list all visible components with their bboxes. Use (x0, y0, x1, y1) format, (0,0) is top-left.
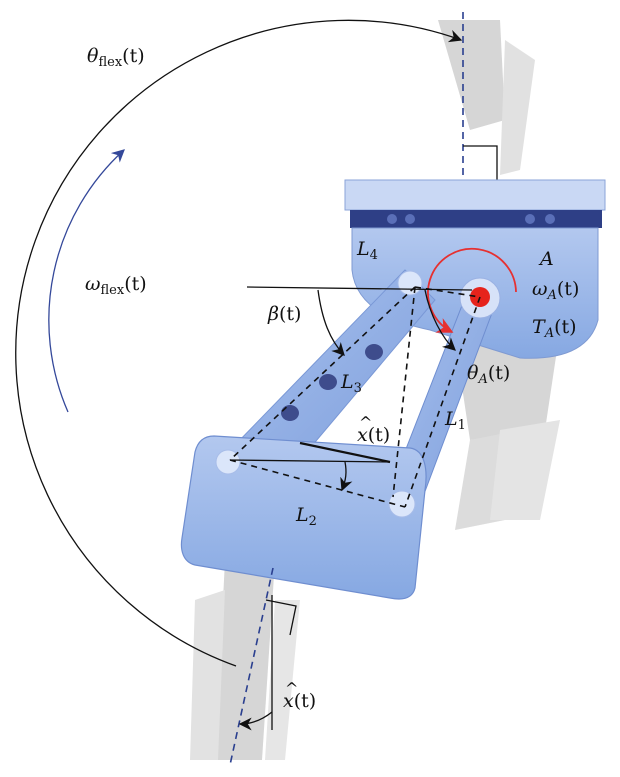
lower-angle-arc (340, 461, 353, 492)
label-xhat-bottom: ^x(t) (283, 679, 317, 712)
theta-A-arc (424, 289, 456, 351)
xhat-mid-line (299, 441, 391, 464)
pivot-top-left (397, 270, 423, 296)
thigh-cuff (344, 179, 606, 228)
ref-line-top (246, 286, 473, 291)
omega-A-arrow (427, 247, 517, 333)
linkage-dashed-lines (229, 286, 481, 508)
label-T-A: TA(t) (532, 316, 577, 341)
omega-flex-arc (48, 149, 125, 413)
label-omega-A: ωA(t) (532, 278, 580, 303)
label-L1: L1 (445, 408, 466, 433)
leg-silhouette (190, 20, 560, 760)
shin-axis (229, 567, 274, 766)
theta-flex-arc (15, 19, 463, 667)
label-beta: β(t) (268, 303, 302, 325)
label-xhat-mid: ^x(t) (357, 413, 391, 446)
link-L3 (233, 269, 436, 461)
label-theta-A: θA(t) (467, 362, 511, 387)
label-L4: L4 (357, 238, 378, 263)
thigh-right-angle (463, 145, 498, 180)
beta-arc (317, 289, 345, 356)
label-theta-flex: θflex(t) (87, 45, 145, 70)
shin-right-angle (265, 599, 297, 636)
label-A: A (540, 248, 554, 270)
label-L3: L3 (341, 371, 362, 396)
bottom-angle-arc (238, 711, 273, 731)
ref-line-lower (229, 459, 391, 463)
link-L2 (180, 435, 427, 600)
label-omega-flex: ωflex(t) (85, 273, 147, 298)
label-L2: L2 (296, 504, 317, 529)
